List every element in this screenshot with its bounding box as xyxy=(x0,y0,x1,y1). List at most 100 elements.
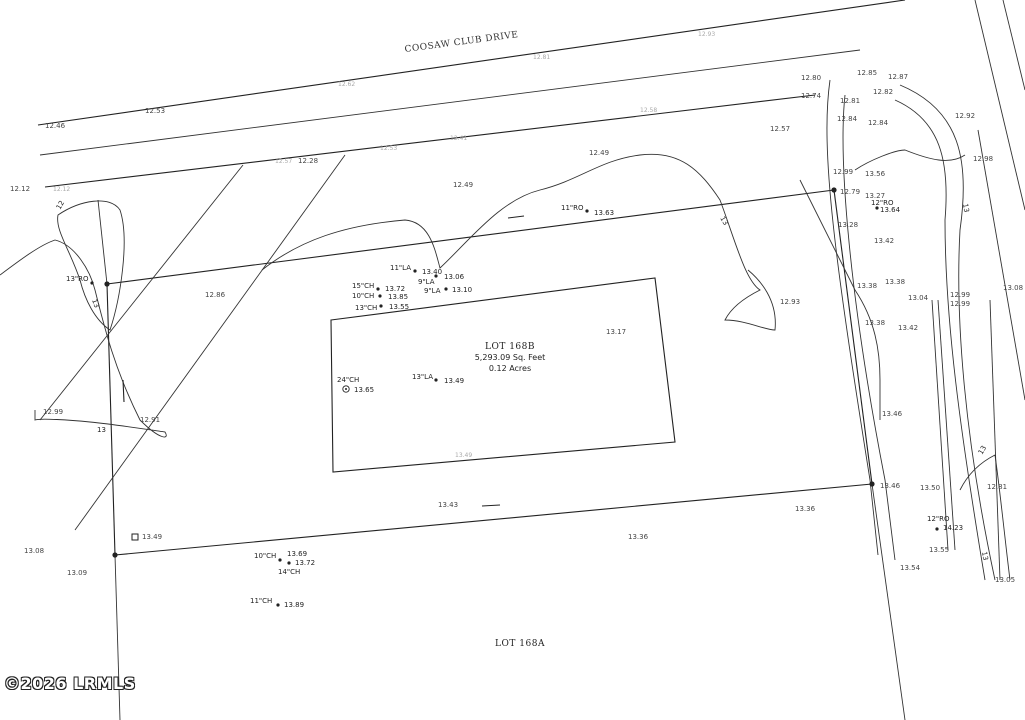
property-line-west xyxy=(106,283,116,556)
elev: 13.43 xyxy=(438,501,458,509)
elev: 12.12 xyxy=(53,186,70,193)
elev: 13.56 xyxy=(865,170,886,178)
elev: 12.98 xyxy=(973,155,993,163)
elev: 13.38 xyxy=(857,282,877,290)
elev: 13.50 xyxy=(920,484,940,492)
elev: 13.55 xyxy=(929,546,949,554)
tree-dot xyxy=(376,287,380,291)
tree-label: 12"RO xyxy=(871,199,894,207)
spot-elevations: 12.12 12.12 12.46 12.53 12.62 12.81 12.9… xyxy=(10,31,1023,584)
elev: 12.53 xyxy=(145,107,165,115)
tree: 13"LA 13.49 xyxy=(412,373,464,385)
elev: 12.58 xyxy=(640,107,657,114)
elev: 13.63 xyxy=(594,209,614,217)
tree-dot xyxy=(434,274,438,278)
elev: 12.81 xyxy=(840,97,860,105)
cart-path-curve xyxy=(899,84,996,581)
tree: 11"RO xyxy=(561,204,589,213)
contour-13-east-2 xyxy=(854,149,966,171)
tree: 24"CH 13.65 xyxy=(337,376,374,394)
easement-line-2 xyxy=(74,154,346,531)
elev: 13.05 xyxy=(995,576,1015,584)
elev: 12.57 xyxy=(770,125,790,133)
elev: 12.93 xyxy=(698,31,715,38)
tree-circle xyxy=(342,385,350,393)
property-corner-pin xyxy=(112,552,118,558)
contour-label: 13 xyxy=(961,203,970,213)
elev: 13.36 xyxy=(795,505,816,513)
tree-dot xyxy=(90,281,94,285)
elev: 12.57 xyxy=(275,158,292,165)
tree-elev: 13.72 xyxy=(295,559,315,567)
elev: 12.87 xyxy=(888,73,908,81)
elev: 12.84 xyxy=(837,115,858,123)
cart-path-outer xyxy=(826,79,879,556)
east-line-e xyxy=(977,129,1025,401)
tree-label: 13"CH xyxy=(355,304,377,312)
tree-label: 10"CH xyxy=(254,552,276,560)
tree: 11"LA 13.40 xyxy=(390,264,442,276)
elev: 12.99 xyxy=(950,300,970,308)
cart-path-curve-2 xyxy=(894,99,986,581)
elev: 13.08 xyxy=(1003,284,1023,292)
east-line-b xyxy=(937,299,956,551)
elev: 13.28 xyxy=(838,221,858,229)
elev: 13.54 xyxy=(900,564,921,572)
elev: 12.74 xyxy=(801,92,822,100)
elev: 12.49 xyxy=(589,149,609,157)
elev: 13.46 xyxy=(880,482,901,490)
tree-dot xyxy=(345,388,347,390)
contour-label: 13 xyxy=(97,426,106,434)
tree: 10"CH 13.69 xyxy=(254,550,307,562)
tree-label: 14"CH xyxy=(278,568,300,576)
contour-12-west xyxy=(57,200,125,331)
elev: 12.99 xyxy=(833,168,853,176)
elev: 13.38 xyxy=(865,319,885,327)
tree-label: 11"RO xyxy=(561,204,584,212)
survey-mark xyxy=(507,215,525,219)
elev: 13.36 xyxy=(628,533,649,541)
tree-dot xyxy=(287,561,291,565)
elev: 13.38 xyxy=(885,278,905,286)
tree-label: 13"RO xyxy=(66,275,89,283)
lot-name: LOT 168B xyxy=(485,342,535,352)
property-corner-pin xyxy=(104,281,110,287)
contour-label: 12 xyxy=(55,199,66,211)
tree-dot xyxy=(585,209,589,213)
tree-label: 24"CH xyxy=(337,376,359,384)
tree-dot xyxy=(444,287,448,291)
elev: 12.93 xyxy=(780,298,800,306)
contour-13-west xyxy=(0,239,167,438)
tree-label: 9"LA xyxy=(424,287,441,295)
tree-dot xyxy=(278,558,282,562)
contour-13-main xyxy=(261,153,776,331)
tree-label: 13"LA xyxy=(412,373,433,381)
property-line-south xyxy=(114,483,873,556)
tree: 9"LA xyxy=(418,274,438,286)
tree-elev: 13.64 xyxy=(880,206,901,214)
east-line-d xyxy=(1002,0,1025,91)
tree-label: 9"LA xyxy=(418,278,435,286)
road-edge-north xyxy=(37,0,906,126)
tree: 12"RO 13.64 xyxy=(871,199,901,214)
utility-box xyxy=(131,533,139,541)
lot-area-acres: 0.12 Acres xyxy=(489,364,531,373)
tree-elev: 13.65 xyxy=(354,386,374,394)
elev: 12.41 xyxy=(450,135,467,142)
elev: 13.09 xyxy=(67,569,87,577)
east-line-c xyxy=(974,0,1025,211)
road-centerline-faint xyxy=(39,49,861,156)
tree-elev: 13.69 xyxy=(287,550,307,558)
easement-line-1 xyxy=(39,164,244,421)
elev: 12.92 xyxy=(955,112,975,120)
road-edge-south xyxy=(44,94,816,188)
elev: 12.12 xyxy=(10,185,30,193)
tree-elev: 13.72 xyxy=(385,285,405,293)
tree-dot xyxy=(875,206,879,210)
elev: 13.27 xyxy=(865,192,885,200)
elev: 12.80 xyxy=(801,74,821,82)
tree-markers: 13"RO 11"LA 13.40 9"LA 9"LA 15"CH 13.72 … xyxy=(66,199,963,609)
elev: 13.42 xyxy=(874,237,894,245)
elev: 12.62 xyxy=(338,81,355,88)
